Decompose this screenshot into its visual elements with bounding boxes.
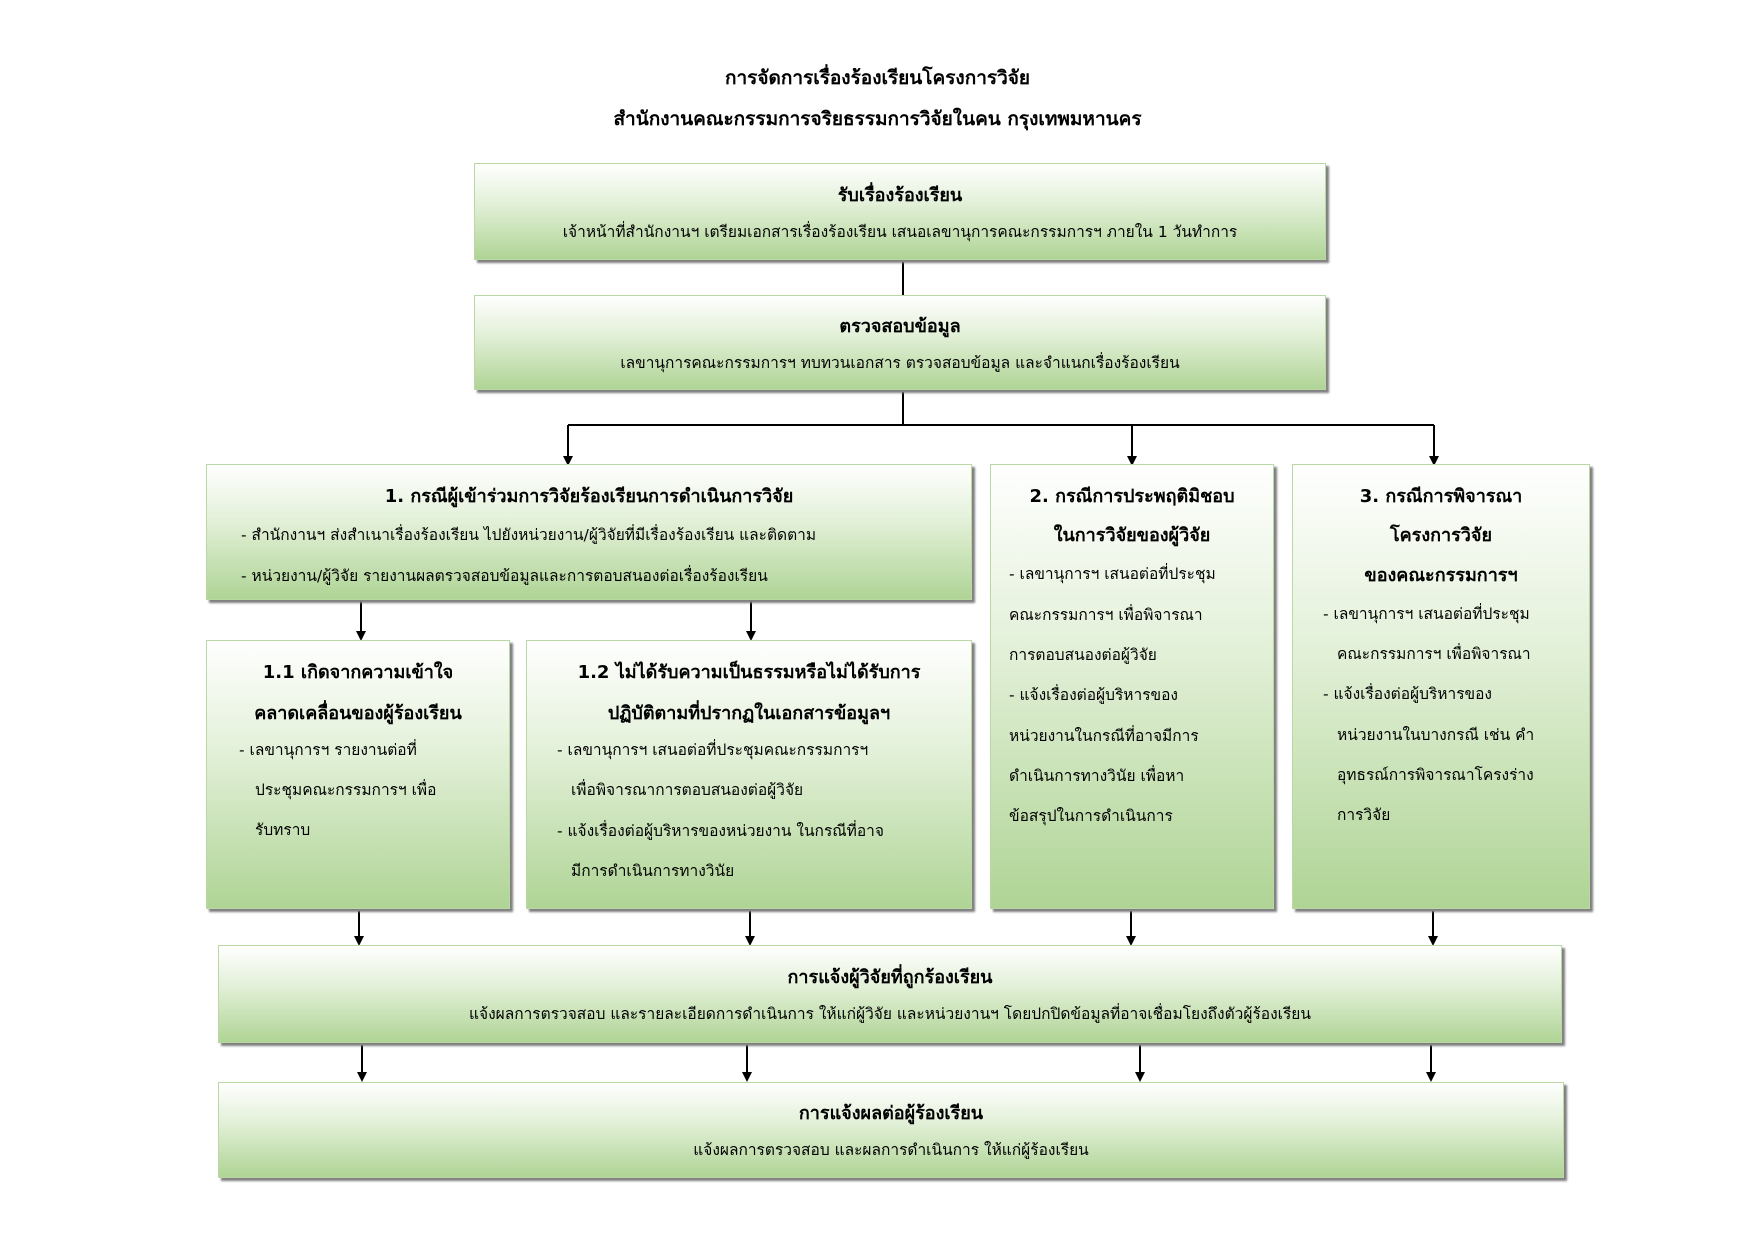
notify-researcher-title: การแจ้งผู้วิจัยที่ถูกร้องเรียน — [787, 967, 993, 988]
case2-line2: คณะกรรมการฯ เพื่อพิจารณา — [1009, 606, 1203, 624]
case3-line1: - เลขานุการฯ เสนอต่อที่ประชุม — [1323, 605, 1530, 623]
notify-complainant-box: การแจ้งผลต่อผู้ร้องเรียน แจ้งผลการตรวจสอ… — [218, 1082, 1564, 1178]
case2-line6: ดำเนินการทางวินัย เพื่อหา — [1009, 767, 1185, 785]
receive-complaint-box: รับเรื่องร้องเรียน เจ้าหน้าที่สำนักงานฯ … — [474, 163, 1326, 260]
case3-title-line3: ของคณะกรรมการฯ — [1364, 565, 1518, 586]
case2-title-line2: ในการวิจัยของผู้วิจัย — [1053, 525, 1211, 546]
notify-researcher-box: การแจ้งผู้วิจัยที่ถูกร้องเรียน แจ้งผลการ… — [218, 945, 1562, 1043]
case3-title-line2: โครงการวิจัย — [1389, 525, 1493, 546]
receive-complaint-text: เจ้าหน้าที่สำนักงานฯ เตรียมเอกสารเรื่องร… — [562, 223, 1238, 241]
case2-line7: ข้อสรุปในการดำเนินการ — [1009, 807, 1173, 825]
case2-line4: - แจ้งเรื่องต่อผู้บริหารของ — [1009, 686, 1179, 704]
case1-2-line1: - เลขานุการฯ เสนอต่อที่ประชุมคณะกรรมการฯ — [557, 741, 869, 759]
case3-title-line1: 3. กรณีการพิจารณา — [1359, 486, 1523, 507]
notify-complainant-text: แจ้งผลการตรวจสอบ และผลการดำเนินการ ให้แก… — [693, 1141, 1089, 1159]
case1-title: 1. กรณีผู้เข้าร่วมการวิจัยร้องเรียนการดำ… — [384, 486, 794, 507]
case3-line4: หน่วยงานในบางกรณี เช่น คำ — [1337, 726, 1535, 744]
check-info-title: ตรวจสอบข้อมูล — [839, 316, 961, 337]
case2-line1: - เลขานุการฯ เสนอต่อที่ประชุม — [1009, 565, 1216, 583]
notify-complainant-title: การแจ้งผลต่อผู้ร้องเรียน — [798, 1103, 984, 1124]
case2-box: 2. กรณีการประพฤติมิชอบ ในการวิจัยของผู้ว… — [990, 464, 1274, 909]
case2-line5: หน่วยงานในกรณีที่อาจมีการ — [1009, 727, 1199, 745]
case1-2-line4: มีการดำเนินการทางวินัย — [571, 862, 735, 880]
case2-line3: การตอบสนองต่อผู้วิจัย — [1009, 646, 1157, 664]
case3-line2: คณะกรรมการฯ เพื่อพิจารณา — [1337, 645, 1531, 663]
diagram-title: การจัดการเรื่องร้องเรียนโครงการวิจัย — [724, 67, 1031, 89]
receive-complaint-title: รับเรื่องร้องเรียน — [837, 185, 963, 206]
case1-line2: - หน่วยงาน/ผู้วิจัย รายงานผลตรวจสอบข้อมู… — [241, 567, 768, 585]
case1-2-line2: เพื่อพิจารณาการตอบสนองต่อผู้วิจัย — [571, 781, 804, 799]
case1-1-box: 1.1 เกิดจากความเข้าใจ คลาดเคลื่อนของผู้ร… — [206, 640, 510, 909]
case1-1-line3: รับทราบ — [255, 821, 311, 839]
case2-title-line1: 2. กรณีการประพฤติมิชอบ — [1029, 486, 1235, 507]
diagram-subtitle: สำนักงานคณะกรรมการจริยธรรมการวิจัยในคน ก… — [613, 108, 1142, 130]
check-info-text: เลขานุการคณะกรรมการฯ ทบทวนเอกสาร ตรวจสอบ… — [620, 354, 1180, 372]
case1-line1: - สำนักงานฯ ส่งสำเนาเรื่องร้องเรียน ไปยั… — [241, 526, 817, 544]
case1-2-box: 1.2 ไม่ได้รับความเป็นธรรมหรือไม่ได้รับกา… — [526, 640, 972, 909]
case3-line6: การวิจัย — [1337, 806, 1391, 824]
case1-2-title-line1: 1.2 ไม่ได้รับความเป็นธรรมหรือไม่ได้รับกา… — [577, 662, 921, 683]
case1-1-title-line2: คลาดเคลื่อนของผู้ร้องเรียน — [254, 703, 462, 724]
notify-researcher-text: แจ้งผลการตรวจสอบ และรายละเอียดการดำเนินก… — [469, 1005, 1311, 1023]
case1-1-line1: - เลขานุการฯ รายงานต่อที่ — [239, 741, 417, 759]
case3-line3: - แจ้งเรื่องต่อผู้บริหารของ — [1323, 685, 1493, 703]
case3-line5: อุทธรณ์การพิจารณาโครงร่าง — [1337, 766, 1534, 784]
case1-1-line2: ประชุมคณะกรรมการฯ เพื่อ — [255, 781, 437, 799]
case3-box: 3. กรณีการพิจารณา โครงการวิจัย ของคณะกรร… — [1292, 464, 1590, 909]
case1-2-line3: - แจ้งเรื่องต่อผู้บริหารของหน่วยงาน ในกร… — [557, 822, 884, 840]
case1-1-title-line1: 1.1 เกิดจากความเข้าใจ — [262, 662, 454, 683]
case1-2-title-line2: ปฏิบัติตามที่ปรากฏในเอกสารข้อมูลฯ — [607, 703, 891, 724]
case1-box: 1. กรณีผู้เข้าร่วมการวิจัยร้องเรียนการดำ… — [206, 464, 972, 600]
check-info-box: ตรวจสอบข้อมูล เลขานุการคณะกรรมการฯ ทบทวน… — [474, 295, 1326, 390]
